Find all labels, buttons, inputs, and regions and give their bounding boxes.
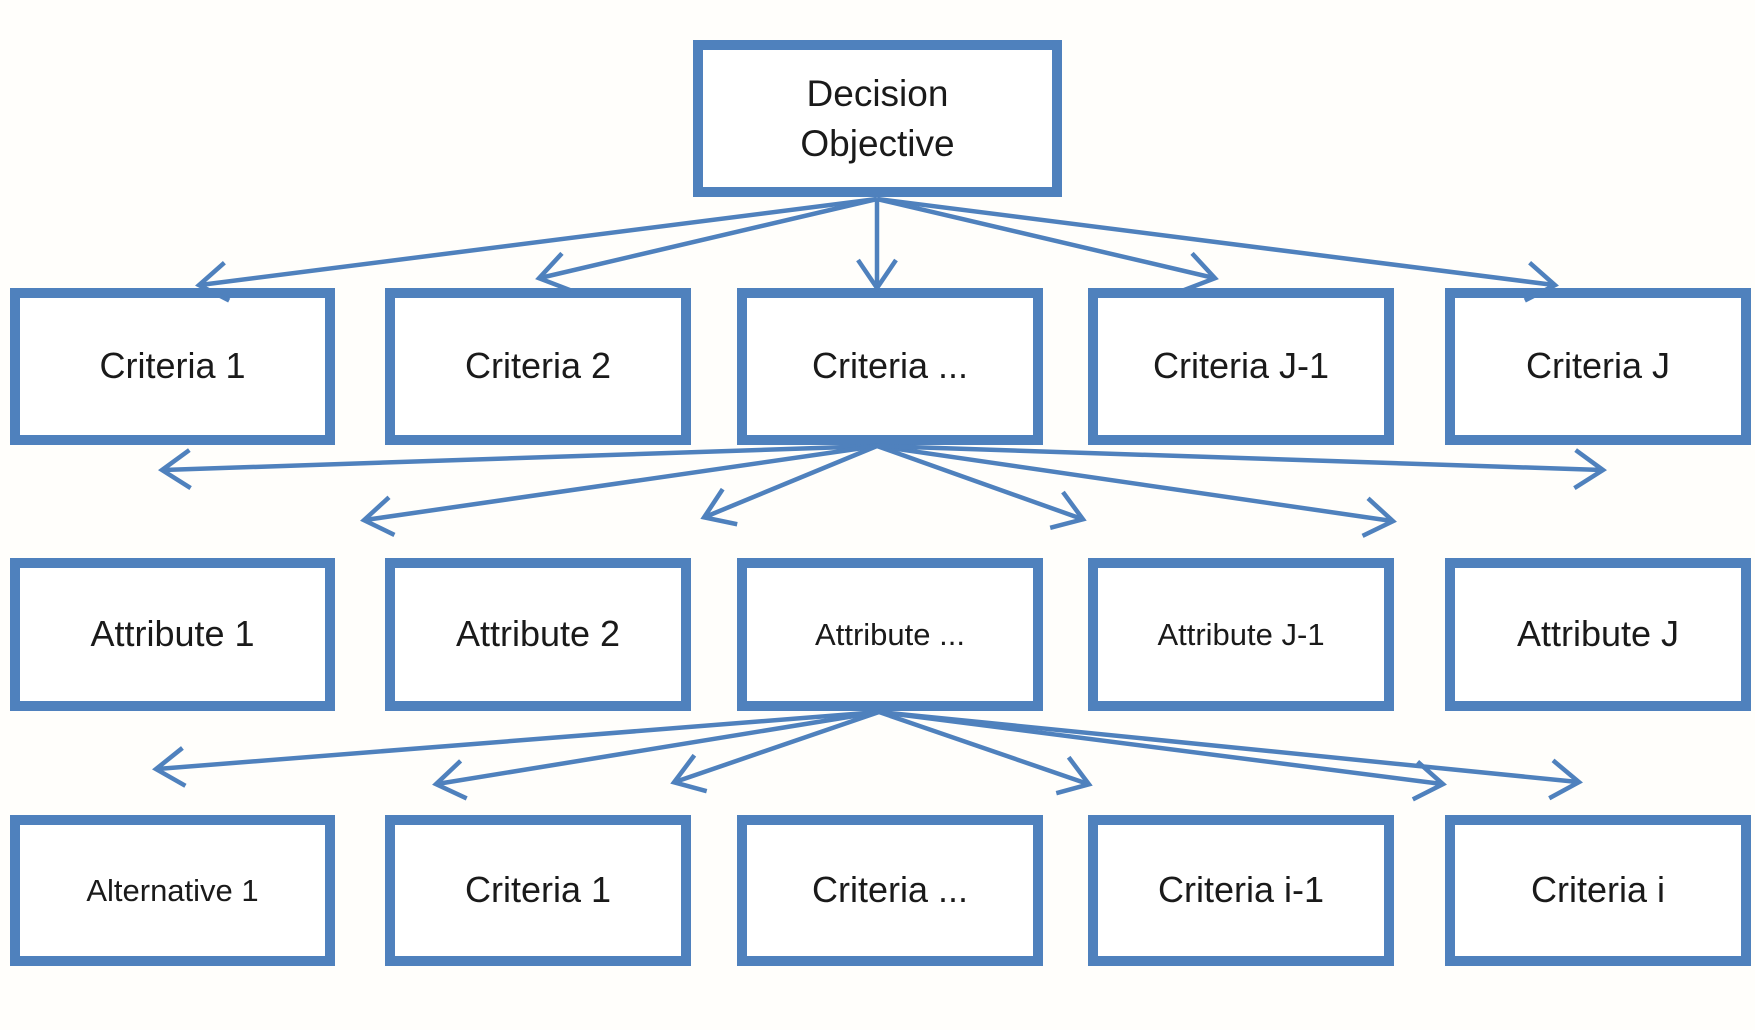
node-decision-objective: Decision Objective xyxy=(693,40,1062,197)
connector-arrow xyxy=(152,709,880,788)
connector-arrow xyxy=(360,443,878,537)
node-bottom-criteria-ellipsis: Criteria ... xyxy=(737,815,1043,966)
node-label: Attribute J-1 xyxy=(1157,616,1325,652)
node-label: Attribute J xyxy=(1516,613,1680,655)
node-bottom-criteria-1: Criteria 1 xyxy=(385,815,691,966)
connector-arrow xyxy=(878,709,1583,801)
connector-arrow xyxy=(157,443,878,490)
node-label: Criteria 1 xyxy=(464,869,612,911)
node-label: Criteria J-1 xyxy=(1152,345,1330,387)
connector-arrow xyxy=(535,196,878,293)
connector-arrow xyxy=(876,196,1219,293)
node-attribute-j: Attribute J xyxy=(1445,558,1751,711)
node-criteria-ellipsis: Criteria ... xyxy=(737,288,1043,445)
node-attribute-2: Attribute 2 xyxy=(385,558,691,711)
node-label: Alternative 1 xyxy=(86,872,259,908)
node-alternative-1: Alternative 1 xyxy=(10,815,335,966)
connector-arrow xyxy=(876,443,1087,531)
node-attribute-1: Attribute 1 xyxy=(10,558,335,711)
node-label: Decision Objective xyxy=(800,72,955,164)
node-label: Attribute 1 xyxy=(90,613,255,655)
node-criteria-j: Criteria J xyxy=(1445,288,1751,445)
connector-arrow xyxy=(670,709,880,794)
node-label: Criteria ... xyxy=(811,345,969,387)
node-criteria-1: Criteria 1 xyxy=(10,288,335,445)
node-label: Criteria 2 xyxy=(464,345,612,387)
node-criteria-2: Criteria 2 xyxy=(385,288,691,445)
node-label: Criteria i xyxy=(1530,869,1665,911)
node-label: Criteria J xyxy=(1525,345,1671,387)
connector-arrow xyxy=(876,196,1559,303)
node-attribute-ellipsis: Attribute ... xyxy=(737,558,1043,711)
connector-arrow xyxy=(876,443,1397,538)
connector-arrow xyxy=(878,709,1093,796)
node-bottom-criteria-i-1: Criteria i-1 xyxy=(1088,815,1394,966)
connector-arrow xyxy=(878,709,1447,802)
connector-arrow xyxy=(195,196,878,303)
connector-arrow xyxy=(432,709,880,801)
node-attribute-j-1: Attribute J-1 xyxy=(1088,558,1394,711)
node-bottom-criteria-i: Criteria i xyxy=(1445,815,1751,966)
node-label: Criteria i-1 xyxy=(1157,869,1325,911)
connector-arrow xyxy=(876,443,1608,490)
node-label: Attribute 2 xyxy=(455,613,621,655)
node-label: Criteria 1 xyxy=(99,345,246,387)
node-label: Attribute ... xyxy=(815,616,965,652)
connector-arrow xyxy=(700,443,878,527)
node-criteria-j-1: Criteria J-1 xyxy=(1088,288,1394,445)
node-label: Criteria ... xyxy=(811,869,969,911)
